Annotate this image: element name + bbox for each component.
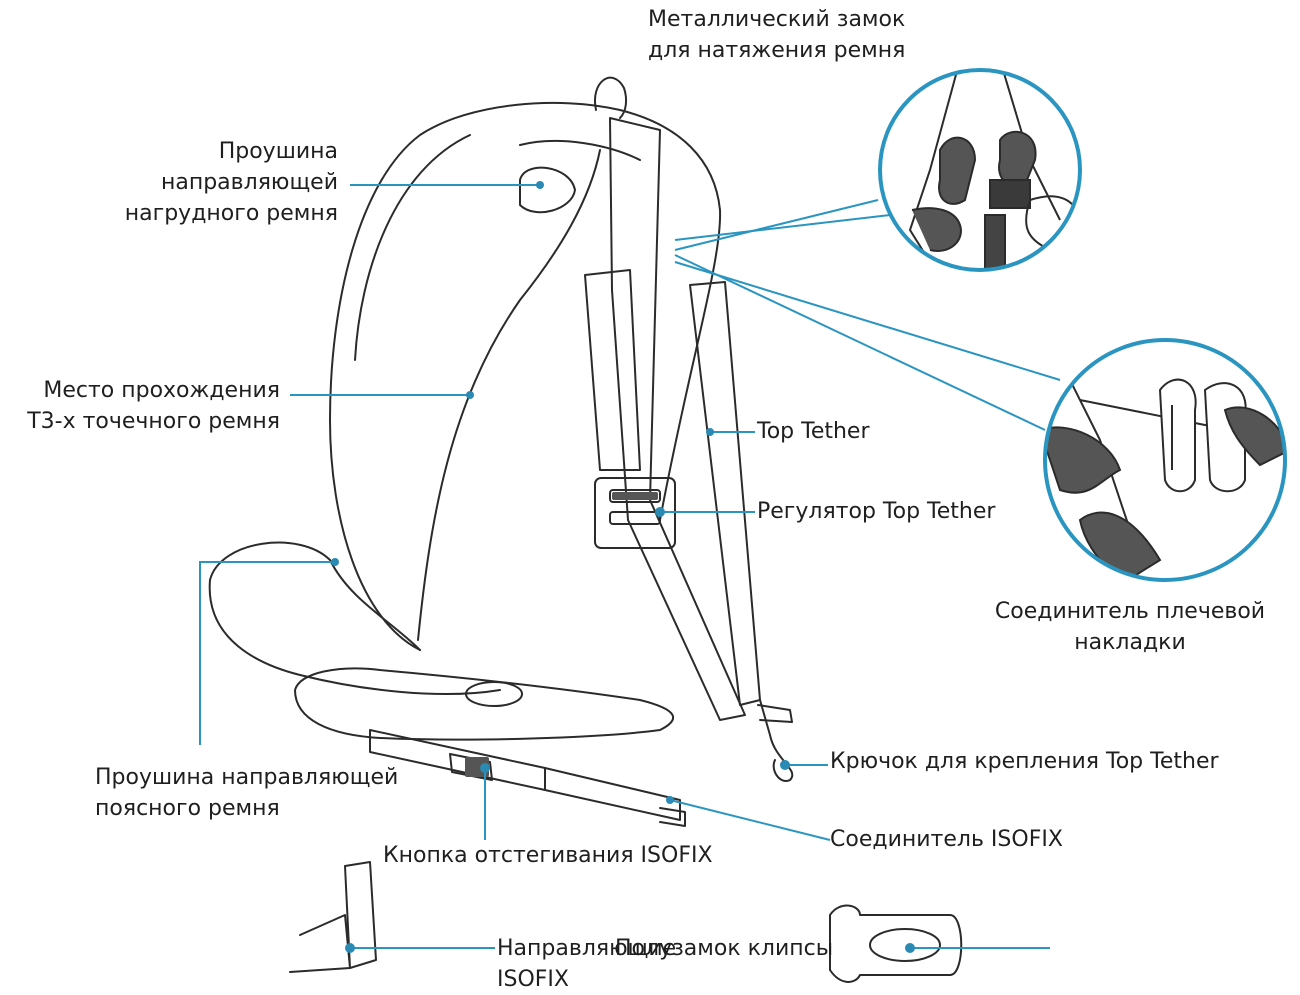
clip-half-lock bbox=[830, 906, 961, 982]
isofix-rail bbox=[545, 768, 680, 820]
label-chest-guide-line2: направляющей bbox=[125, 167, 338, 198]
label-belt-route: Место прохождения Т3-х точечного ремня bbox=[27, 375, 280, 437]
label-isofix-release: Кнопка отстегивания ISOFIX bbox=[383, 840, 713, 871]
label-shoulder-line2: накладки bbox=[985, 627, 1275, 658]
label-tether-hook: Крючок для крепления Top Tether bbox=[830, 746, 1219, 777]
top-tether-strap bbox=[610, 118, 745, 720]
label-clip-lock: Полузамок клипсы bbox=[615, 933, 833, 964]
label-chest-guide: Проушина направляющей нагрудного ремня bbox=[125, 136, 338, 229]
leader-markers bbox=[331, 181, 915, 953]
label-top-tether: Top Tether bbox=[757, 416, 870, 447]
label-shoulder-line1: Соединитель плечевой bbox=[985, 596, 1275, 627]
label-isofix-connector: Соединитель ISOFIX bbox=[830, 824, 1063, 855]
zoom-circle-metal-lock bbox=[880, 60, 1082, 275]
label-chest-guide-line1: Проушина bbox=[125, 136, 338, 167]
seat-base bbox=[295, 668, 673, 739]
zoom-circle-shoulder-connector bbox=[1040, 340, 1290, 585]
label-tether-adjuster: Регулятор Top Tether bbox=[757, 496, 995, 527]
label-belt-route-line1: Место прохождения bbox=[27, 375, 280, 406]
label-shoulder-pad-connector: Соединитель плечевой накладки bbox=[985, 596, 1275, 658]
isofix-guide-piece bbox=[290, 862, 376, 972]
label-metal-lock-line2: для натяжения ремня bbox=[648, 35, 905, 66]
label-lap-guide: Проушина направляющей поясного ремня bbox=[95, 762, 398, 824]
seat-side-cushion bbox=[210, 543, 420, 650]
label-lap-guide-line2: поясного ремня bbox=[95, 793, 398, 824]
label-metal-lock: Металлический замок для натяжения ремня bbox=[648, 4, 905, 66]
label-lap-guide-line1: Проушина направляющей bbox=[95, 762, 398, 793]
label-chest-guide-line3: нагрудного ремня bbox=[125, 198, 338, 229]
label-isofix-guide-line2: ISOFIX bbox=[497, 964, 676, 995]
headrest-handle bbox=[595, 78, 626, 118]
label-metal-lock-line1: Металлический замок bbox=[648, 4, 905, 35]
chest-guide-hole bbox=[520, 168, 575, 213]
label-belt-route-line2: Т3-х точечного ремня bbox=[27, 406, 280, 437]
